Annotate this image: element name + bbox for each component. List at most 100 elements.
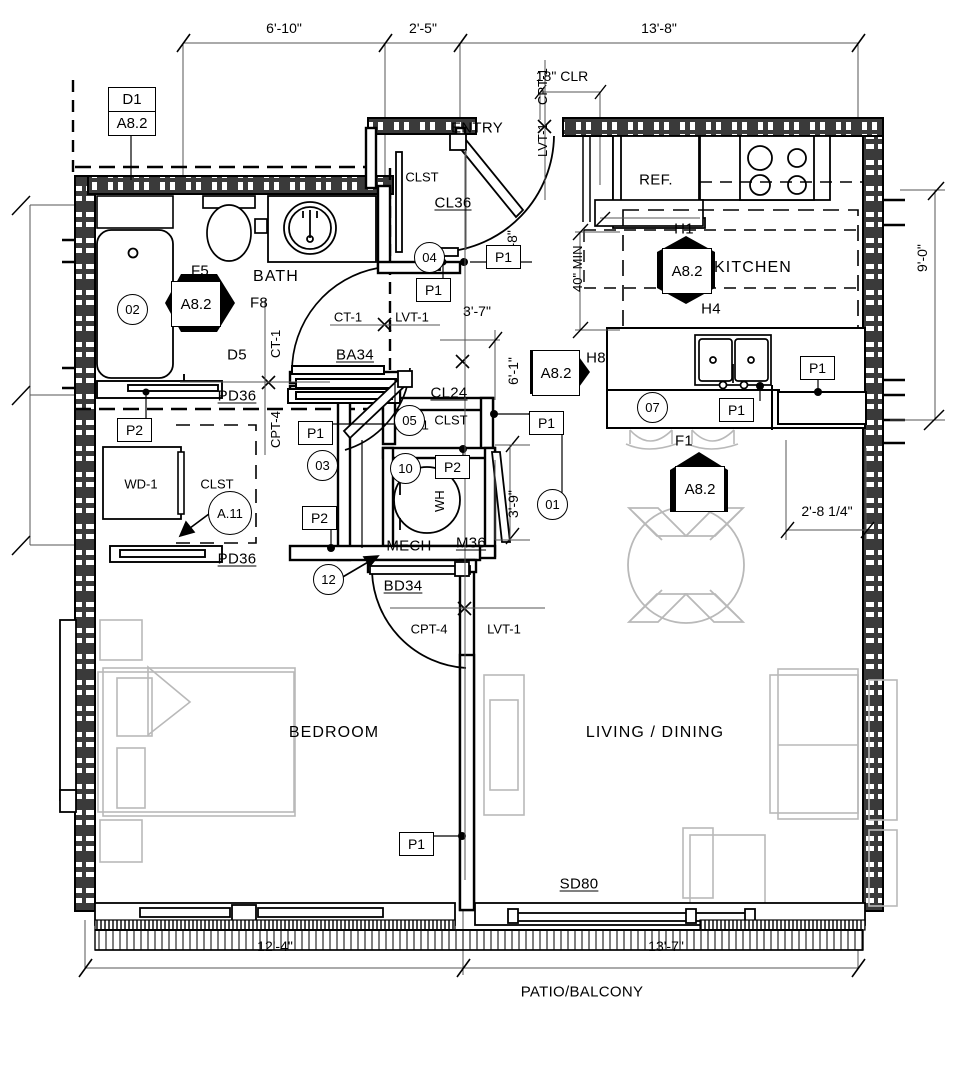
elevation-marker-hall-sheet: A8.2: [532, 350, 580, 396]
elevation-marker-dining[interactable]: A8.2: [668, 452, 730, 514]
keynote-07[interactable]: 07: [637, 392, 668, 423]
kitchen-shelf-lines: [582, 136, 591, 222]
balcony-deck: [94, 929, 864, 951]
detail-reference-tag[interactable]: D1 A8.2: [108, 87, 156, 136]
label-closet-hall: CLST: [434, 412, 468, 428]
label-closet-entry: CLST: [405, 169, 439, 185]
label-washer-dryer: WD-1: [124, 476, 158, 492]
outlet-tag-p1-counter[interactable]: P1: [800, 356, 835, 380]
nightstand-bottom: [99, 819, 143, 863]
keynote-10[interactable]: 10: [390, 453, 421, 484]
dresser: [483, 674, 525, 816]
exterior-jog-left: [59, 619, 77, 813]
closet-05-panel: [342, 370, 413, 440]
sofa: [769, 668, 859, 820]
mech-door-panel: [490, 451, 512, 543]
elevation-marker-kitchen-sheet: A8.2: [662, 248, 712, 294]
toilet: [202, 195, 268, 262]
keynote-04[interactable]: 04: [414, 242, 445, 273]
finish-tag-lvt1-living: LVT-1: [487, 621, 521, 637]
bed: [97, 665, 296, 817]
room-label-entry: ENTRY: [450, 119, 504, 137]
outlet-tag-p1-bedroom[interactable]: P1: [399, 832, 434, 856]
entry-top-wall: [367, 117, 477, 135]
elevation-marker-bath-sheet: A8.2: [171, 281, 221, 327]
room-label-mech: MECH: [386, 537, 432, 555]
code-f5: F5: [190, 262, 210, 280]
outlet-tag-p1-closet04[interactable]: P1: [416, 278, 451, 302]
keynote-05[interactable]: 05: [394, 405, 425, 436]
nightstand-top: [99, 619, 143, 661]
bath-door-panel: [291, 365, 385, 375]
bath-door-swing: [291, 267, 379, 373]
outlet-tag-p1-hall[interactable]: P1: [298, 421, 333, 445]
water-heater: [393, 466, 461, 534]
dimension-top-3: 13'-8": [641, 20, 677, 36]
door-tag-bd34: BD34: [383, 577, 423, 595]
pocket-door-bottom: [109, 545, 223, 563]
dimension-40-min: 40" MIN: [570, 245, 585, 292]
door-tag-pd36-bottom: PD36: [217, 550, 257, 568]
keynote-03[interactable]: 03: [307, 450, 338, 481]
dimension-line-top: [182, 42, 859, 185]
elevation-marker-hall[interactable]: A8.2: [530, 348, 592, 396]
entry-door-panel: [449, 133, 525, 219]
door-tag-m36: M36: [455, 534, 487, 552]
side-table: [868, 679, 898, 907]
exterior-wall-left: [74, 175, 96, 912]
elevation-marker-bath[interactable]: A8.2: [165, 272, 237, 334]
dimension-top-2: 2'-5": [409, 20, 437, 36]
dimension-3-7: 3'-7": [463, 303, 491, 319]
outlet-tag-p2-mech[interactable]: P2: [435, 455, 470, 479]
dimension-3-9: [495, 444, 530, 541]
label-closet-bedroom: CLST: [200, 476, 234, 492]
range: [699, 135, 831, 201]
door-tag-pd36-top: PD36: [217, 387, 257, 405]
dimension-2-8-quarter: 2'-8 1/4": [801, 503, 853, 519]
tub-surround: [96, 195, 174, 229]
vanity: [267, 195, 377, 263]
dimension-bottom-1: 12'-4": [257, 938, 293, 954]
kitchen-sink: [694, 334, 772, 390]
finish-tag-cpt1: CPT-1: [535, 68, 550, 105]
bar-stools: [625, 429, 739, 450]
elevation-marker-dining-sheet: A8.2: [675, 466, 725, 512]
label-refrigerator: REF.: [639, 171, 673, 189]
room-label-kitchen: KITCHEN: [714, 259, 792, 276]
finish-tag-cpt4-bedroom: CPT-4: [410, 621, 448, 637]
detail-tag-number: D1: [109, 88, 155, 112]
keynote-02[interactable]: 02: [117, 294, 148, 325]
keynote-12-arrow: [340, 555, 380, 579]
dimension-18-clr: 18" CLR: [535, 68, 589, 84]
outlet-tag-p1-entry[interactable]: P1: [486, 245, 521, 269]
dining-table: [626, 506, 746, 624]
outlet-tag-p1-island[interactable]: P1: [719, 398, 754, 422]
side-chair: [682, 827, 766, 908]
door-tag-sd80: SD80: [559, 875, 599, 893]
washer-dryer: [102, 446, 182, 520]
room-label-living-dining: LIVING / DINING: [585, 724, 725, 741]
outlet-tag-p1-closet05[interactable]: P1: [529, 411, 564, 435]
elevation-code-h4: H4: [701, 300, 721, 318]
dimension-bottom-2: 13'-7": [648, 938, 684, 954]
finish-tag-ct1-bath: CT-1: [333, 309, 363, 325]
keynote-a11[interactable]: A.11: [208, 491, 252, 535]
finish-tag-lvt1-hall: LVT-1: [395, 309, 429, 325]
keynote-01[interactable]: 01: [537, 489, 568, 520]
dimension-top-1: 6'-10": [266, 20, 302, 36]
room-label-bedroom: BEDROOM: [288, 724, 380, 741]
base-cabinet-outline: [594, 199, 704, 227]
outlet-tag-p2-hall[interactable]: P2: [302, 506, 337, 530]
finish-tag-cpt4-vert: CPT-4: [268, 411, 283, 448]
elevation-code-f8: F8: [249, 294, 269, 312]
room-label-bath: BATH: [253, 268, 299, 285]
counter-return: [777, 391, 867, 425]
detail-tag-sheet: A8.2: [116, 115, 148, 132]
elevation-code-d5: D5: [227, 346, 247, 364]
keynote-12[interactable]: 12: [313, 564, 344, 595]
elevation-code-f1: F1: [674, 432, 694, 450]
elevation-marker-kitchen[interactable]: A8.2: [655, 236, 717, 306]
outlet-tag-p2-laundry[interactable]: P2: [117, 418, 152, 442]
counter-edge-lines: [607, 385, 780, 430]
